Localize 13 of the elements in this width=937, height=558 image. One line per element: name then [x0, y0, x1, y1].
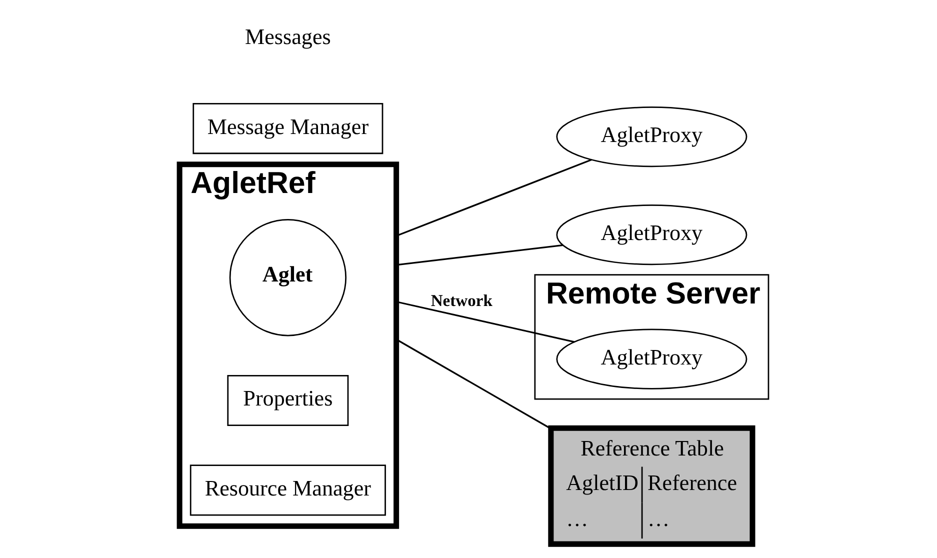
connector [396, 158, 592, 237]
node-circle: Aglet [229, 219, 347, 336]
node-ellipse: AgletProxy [556, 106, 748, 168]
node-box: Reference Table AgletID Reference … … [548, 425, 756, 547]
edge-label: Network [430, 291, 492, 310]
connector [396, 244, 563, 266]
node-box: Resource Manager [190, 464, 386, 516]
label: Messages [245, 24, 331, 50]
connector [396, 300, 575, 343]
node-ellipse: AgletProxy [556, 204, 748, 266]
node-ellipse: AgletProxy [556, 328, 748, 390]
node-box: Properties [227, 374, 349, 426]
node-box: Message Manager [192, 102, 384, 154]
